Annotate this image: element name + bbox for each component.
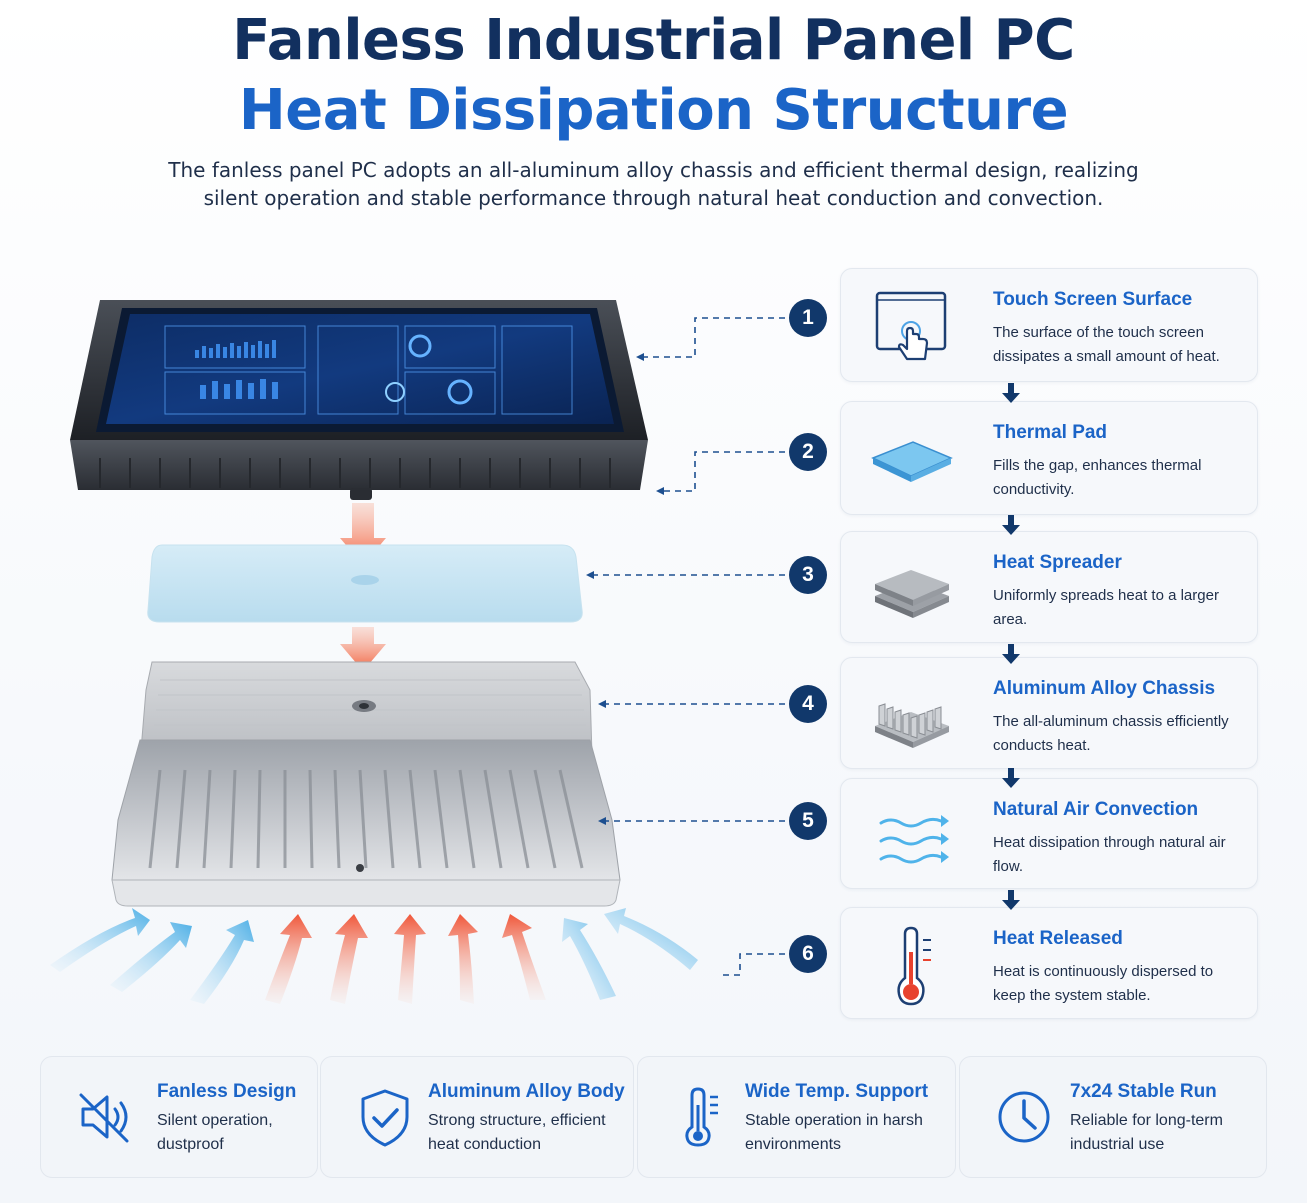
step-number-badge-3: 3 [789, 556, 827, 594]
thermometer-icon [897, 926, 931, 1006]
air-flow-icon [879, 815, 949, 864]
step-description: Fills the gap, enhances thermal conducti… [993, 457, 1202, 498]
shield-check-icon [361, 1089, 409, 1147]
feature-title: Wide Temp. Support [745, 1081, 929, 1102]
step-description: Uniformly spreads heat to a larger area. [993, 587, 1219, 628]
thermometer-icon [685, 1087, 718, 1147]
thermal-pad-icon [871, 441, 953, 482]
step-title: Heat Spreader [993, 552, 1122, 573]
step-description: Heat dissipation through natural air flo… [993, 834, 1226, 875]
step-description: The all-aluminum chassis efficiently con… [993, 713, 1229, 754]
heat-spreader-icon [875, 570, 949, 618]
step-number-badge-5: 5 [789, 802, 827, 840]
feature-title: Fanless Design [157, 1081, 297, 1102]
exploded-diagram [50, 300, 785, 1004]
feature-title: Aluminum Alloy Body [428, 1081, 625, 1102]
step-number-badge-4: 4 [789, 685, 827, 723]
step-title: Heat Released [993, 928, 1123, 949]
step-description: The surface of the touch screen dissipat… [993, 324, 1220, 365]
touch-screen-icon [875, 291, 947, 361]
step-number-badge-1: 1 [789, 299, 827, 337]
heat-flow-arrow-down [340, 627, 386, 671]
panel-pc-illustration [70, 300, 648, 500]
page-title-line2: Heat Dissipation Structure [238, 78, 1069, 143]
step-card-aluminum-chassis: Aluminum Alloy Chassis The all-aluminum … [840, 657, 1258, 769]
step-card-air-convection: Natural Air Convection Heat dissipation … [840, 778, 1258, 889]
step-card-heat-spreader: Heat Spreader Uniformly spreads heat to … [840, 531, 1258, 643]
feature-description: Strong structure, efficient heat conduct… [428, 1112, 606, 1153]
feature-card-stable-run: 7x24 Stable Run Reliable for long-term i… [959, 1056, 1267, 1178]
clock-icon [998, 1091, 1050, 1143]
chevron-down-icon [1002, 890, 1020, 910]
chevron-down-icon [1002, 383, 1020, 403]
step-title: Natural Air Convection [993, 799, 1199, 820]
speaker-mute-icon [79, 1093, 129, 1143]
thermal-pad-illustration [147, 544, 583, 623]
aluminum-chassis-illustration [111, 739, 621, 907]
feature-description: Silent operation, dustproof [157, 1112, 273, 1153]
chevron-down-icon [1002, 768, 1020, 788]
feature-card-aluminum-body: Aluminum Alloy Body Strong structure, ef… [320, 1056, 634, 1178]
heatsink-icon [875, 703, 949, 748]
step-number-badge-2: 2 [789, 433, 827, 471]
chevron-down-icon [1002, 515, 1020, 535]
step-description: Heat is continuously dispersed to keep t… [993, 963, 1214, 1004]
page-title-line1: Fanless Industrial Panel PC [232, 8, 1075, 73]
page-subtitle: The fanless panel PC adopts an all-alumi… [168, 158, 1139, 210]
step-card-heat-released: Heat Released Heat is continuously dispe… [840, 907, 1258, 1019]
step-title: Touch Screen Surface [993, 289, 1193, 310]
feature-card-wide-temp: Wide Temp. Support Stable operation in h… [637, 1056, 956, 1178]
step-number-badge-6: 6 [789, 935, 827, 973]
step-card-touch-screen: Touch Screen Surface The surface of the … [840, 268, 1258, 382]
leader-lines [590, 317, 785, 976]
air-flow-arrows [50, 908, 698, 1004]
chevron-down-icon [1002, 644, 1020, 664]
feature-description: Reliable for long-term industrial use [1070, 1112, 1223, 1153]
step-title: Thermal Pad [993, 422, 1108, 443]
feature-card-fanless: Fanless Design Silent operation, dustpro… [40, 1056, 318, 1178]
feature-description: Stable operation in harsh environments [745, 1112, 923, 1153]
feature-title: 7x24 Stable Run [1070, 1081, 1217, 1102]
step-title: Aluminum Alloy Chassis [993, 678, 1216, 699]
step-card-thermal-pad: Thermal Pad Fills the gap, enhances ther… [840, 401, 1258, 515]
